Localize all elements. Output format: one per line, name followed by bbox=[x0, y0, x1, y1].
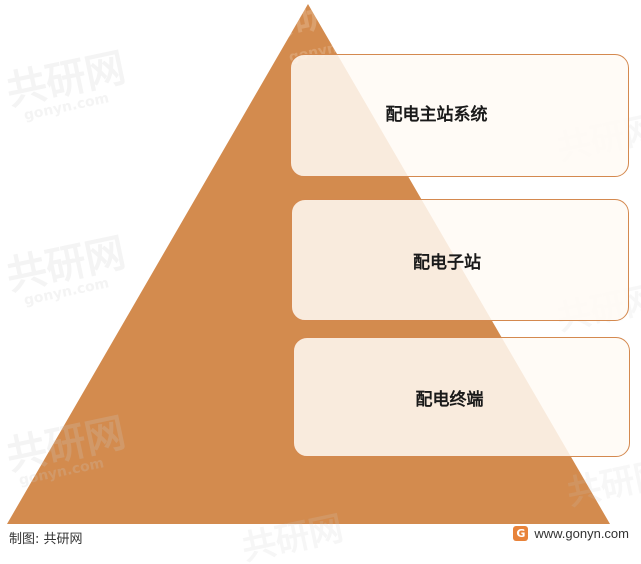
level-box-terminal: 配电终端 bbox=[293, 337, 630, 457]
level-box-substation: 配电子站 bbox=[291, 199, 629, 321]
level-label: 配电主站系统 bbox=[385, 105, 488, 125]
level-label: 配电子站 bbox=[413, 252, 481, 273]
website-credit: G www.gonyn.com bbox=[513, 526, 629, 541]
level-box-master-station: 配电主站系统 bbox=[290, 54, 629, 177]
website-url: www.gonyn.com bbox=[534, 526, 629, 541]
gonyn-logo-icon: G bbox=[513, 526, 529, 541]
level-label: 配电终端 bbox=[415, 389, 484, 410]
source-caption: 制图: 共研网 bbox=[9, 532, 83, 547]
